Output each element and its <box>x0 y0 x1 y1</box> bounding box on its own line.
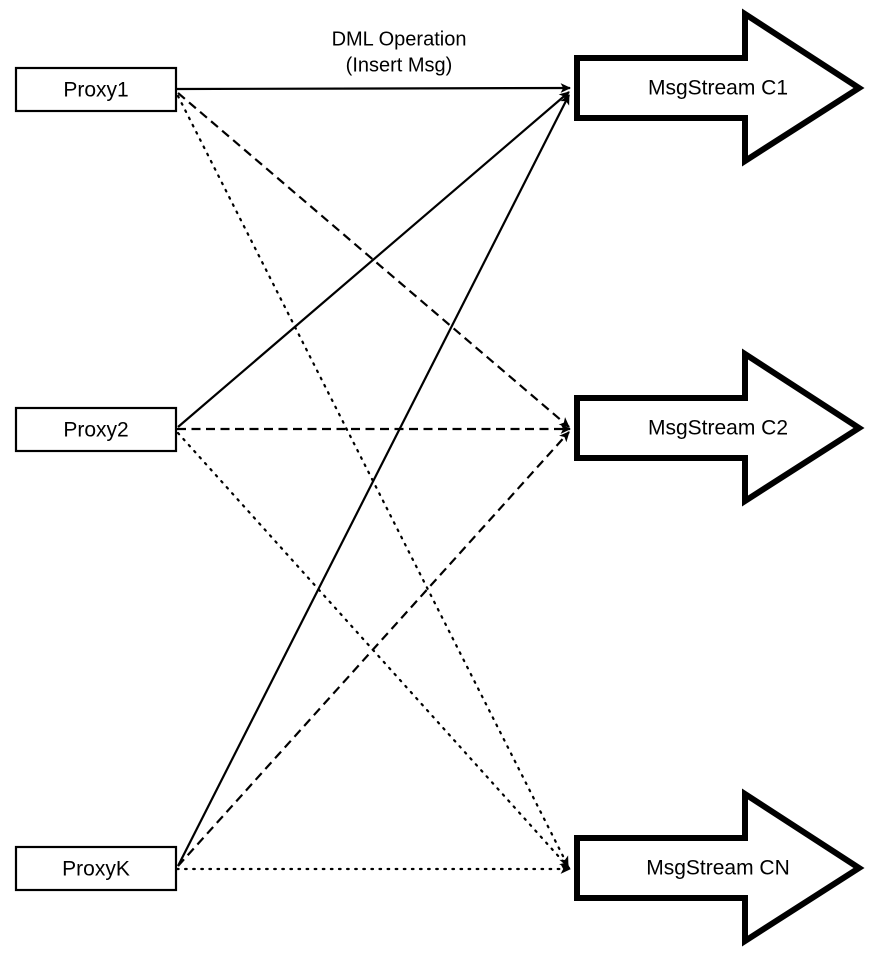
msgstream-node-c1[interactable]: MsgStream C1 <box>574 8 865 167</box>
edge-proxy1-to-stream-c2[interactable] <box>177 92 570 428</box>
msgstream-node-cn[interactable]: MsgStream CN <box>574 788 865 947</box>
msgstream-c1-label: MsgStream C1 <box>648 77 788 100</box>
msgstream-node-c2[interactable]: MsgStream C2 <box>574 348 865 507</box>
msgstream-c2-block-arrow-shape[interactable] <box>574 348 865 507</box>
edge-proxyk-to-stream-c2[interactable] <box>177 431 570 867</box>
proxy1-box[interactable] <box>14 66 178 113</box>
edge-label-line-1: DML Operation <box>332 28 467 50</box>
edge-proxy1-to-stream-c1[interactable] <box>176 83 571 93</box>
msgstream-c1-block-arrow-shape[interactable] <box>574 8 865 167</box>
proxyk-label: ProxyK <box>62 858 130 881</box>
msgstream-c2-label: MsgStream C2 <box>648 417 788 440</box>
edge-label-dml-operation: DML Operation (Insert Msg) <box>332 28 467 76</box>
edge-proxyk-to-stream-c1[interactable] <box>177 94 570 867</box>
proxy-node-proxy2[interactable]: Proxy2 <box>14 406 178 453</box>
msgstream-cn-label: MsgStream CN <box>646 857 790 880</box>
msgstream-cn-block-arrow-shape[interactable] <box>574 788 865 947</box>
proxy2-box[interactable] <box>14 406 178 453</box>
edge-group <box>175 83 572 874</box>
edge-proxy2-to-stream-c1[interactable] <box>177 91 570 428</box>
proxy-node-proxyk[interactable]: ProxyK <box>14 845 178 892</box>
proxy2-label: Proxy2 <box>63 419 128 442</box>
edge-label-line-2: (Insert Msg) <box>346 54 453 76</box>
proxy1-label: Proxy1 <box>63 79 128 102</box>
proxy-node-proxy1[interactable]: Proxy1 <box>14 66 178 113</box>
proxyk-box[interactable] <box>14 845 178 892</box>
